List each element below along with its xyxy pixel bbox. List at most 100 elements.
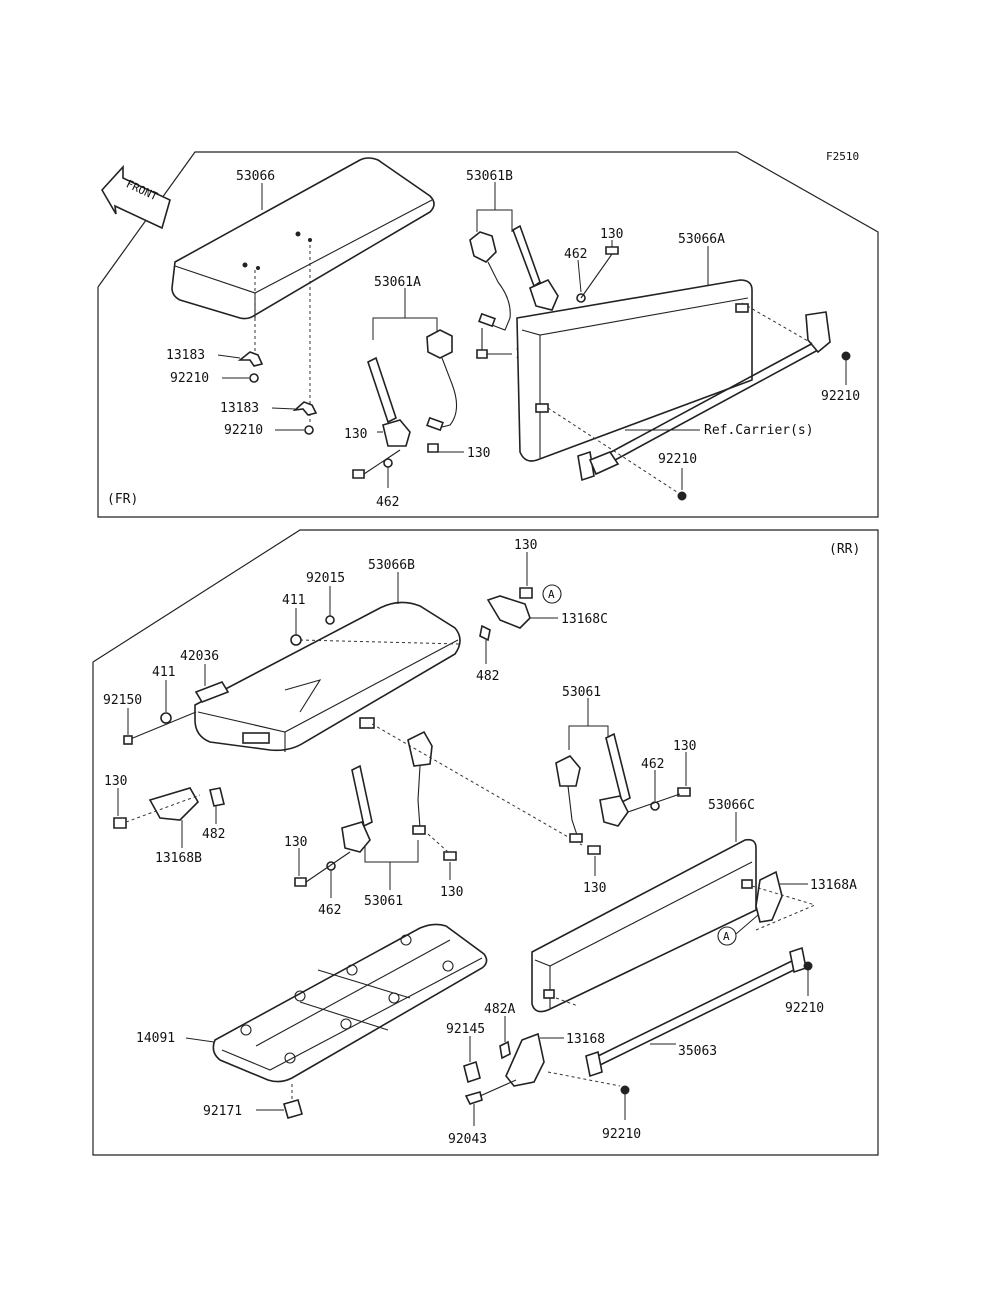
mount-guide-line (755, 904, 816, 931)
label-92210: 92210 (785, 1001, 824, 1016)
mount-guide-line (427, 833, 449, 853)
floor-mat-rib (255, 939, 451, 1047)
nut-92210 (677, 491, 687, 501)
mat-stud (400, 934, 412, 946)
label-130: 130 (514, 538, 537, 553)
label-130: 130 (600, 227, 623, 242)
floor-mat-rib (299, 1001, 389, 1031)
front-direction-arrow: FRONT (101, 164, 171, 230)
rear-section-tag: (RR) (829, 542, 860, 557)
label-130: 130 (284, 835, 307, 850)
belt-buckle (555, 755, 581, 787)
rear-seat-mount (242, 732, 270, 744)
label-411: 411 (152, 665, 175, 680)
mat-stud (388, 992, 400, 1004)
carrier-bar-tube (603, 349, 819, 467)
belt-retractor (599, 795, 629, 827)
belt-anchor (569, 833, 583, 843)
figure-code: F2510 (826, 150, 859, 163)
belt-strap (605, 732, 631, 804)
belt-retractor (529, 278, 559, 311)
bolt-92043-head (464, 1091, 483, 1105)
leader-line (217, 354, 241, 359)
rear-bar-tube (597, 965, 803, 1067)
clip-13183 (237, 351, 264, 367)
belt-cable (437, 357, 458, 429)
bolt-130 (605, 246, 619, 255)
label-13183: 13183 (166, 348, 205, 363)
rear-section-frame (92, 529, 879, 1156)
belt-anchor (412, 825, 426, 835)
bar-end-plate (585, 1050, 603, 1078)
mount-guide-line (371, 723, 583, 846)
carrier-bar-tube (599, 341, 816, 459)
label-92043: 92043 (448, 1132, 487, 1147)
label-92210: 92210 (602, 1127, 641, 1142)
bolt-130 (113, 817, 127, 829)
label-42036: 42036 (180, 649, 219, 664)
mount-guide-line (547, 407, 681, 495)
washer-411 (290, 634, 302, 646)
belt-retractor (382, 419, 411, 447)
mount-guide-line (555, 997, 579, 1007)
seat-mount-hole (242, 262, 248, 268)
bracket-13168c (486, 595, 531, 629)
label-53061: 53061 (364, 894, 403, 909)
carrier-bar (577, 311, 831, 482)
mat-stud (240, 1024, 252, 1036)
floor-mat-edge (221, 957, 483, 1071)
bar-end-plate (789, 946, 807, 974)
label-482: 482 (476, 669, 499, 684)
ref-marker-a-label: A (723, 930, 730, 943)
rear-backrest-53066c (531, 838, 757, 1013)
belt-buckle (426, 329, 453, 359)
label-462: 462 (641, 757, 664, 772)
belt-anchor-plate (478, 312, 496, 328)
seat-mount-hole (295, 231, 301, 237)
bracket-13168a (755, 870, 783, 923)
spacer-42036 (194, 681, 230, 703)
rear-seat-dent (284, 679, 322, 713)
label-130: 130 (104, 774, 127, 789)
belt-buckle (469, 231, 497, 263)
label-53066: 53066 (236, 169, 275, 184)
backrest-slot (741, 879, 753, 889)
label-13183: 13183 (220, 401, 259, 416)
bolt-130 (519, 587, 533, 599)
mat-stud (340, 1018, 352, 1030)
bolt-axis (363, 449, 401, 475)
bolt-130 (476, 349, 488, 359)
front-backrest-53066a (516, 279, 753, 462)
clip-482a (499, 1040, 511, 1060)
label-ref-carrier: Ref.Carrier(s) (704, 423, 814, 438)
bracket-13168b (148, 787, 199, 821)
ref-marker-a-label: A (548, 588, 555, 601)
nut-92210 (803, 961, 813, 971)
bolt-axis (305, 851, 351, 883)
label-462: 462 (376, 495, 399, 510)
bolt-130 (587, 845, 601, 855)
floor-mat-14091 (212, 923, 488, 1083)
bolt-92150-head (123, 735, 133, 745)
backrest-mount-slot (735, 303, 749, 313)
ref-marker-a (717, 926, 737, 946)
label-92150: 92150 (103, 693, 142, 708)
bolt-axis (580, 253, 613, 299)
floor-mat-shape (212, 923, 488, 1083)
label-92210: 92210 (170, 371, 209, 386)
label-13168a: 13168A (810, 878, 857, 893)
washer-411 (160, 712, 172, 724)
label-130: 130 (583, 881, 606, 896)
carrier-clamp (588, 451, 620, 476)
label-53066a: 53066A (678, 232, 725, 247)
label-92171: 92171 (203, 1104, 242, 1119)
rear-seat-cushion (194, 601, 461, 752)
label-92015: 92015 (306, 571, 345, 586)
label-462: 462 (564, 247, 587, 262)
bolt-130 (294, 877, 307, 887)
bolt-130 (352, 469, 365, 479)
label-53061b: 53061B (466, 169, 513, 184)
nut-92210 (841, 351, 851, 361)
label-92145: 92145 (446, 1022, 485, 1037)
